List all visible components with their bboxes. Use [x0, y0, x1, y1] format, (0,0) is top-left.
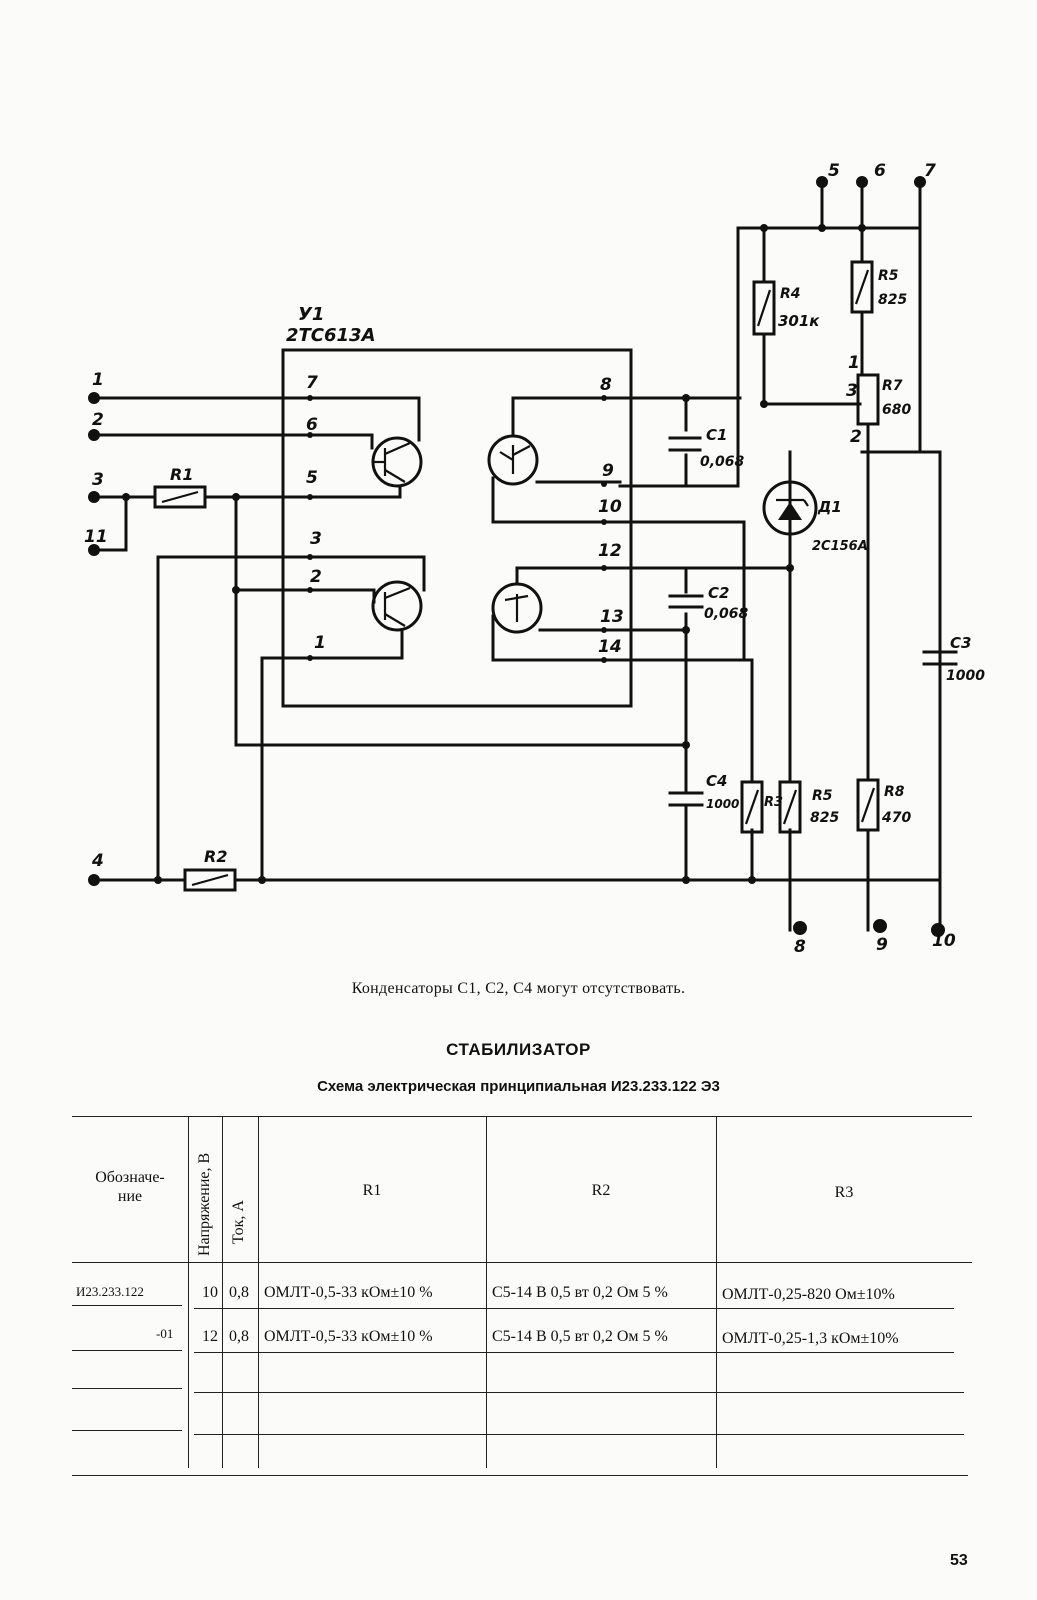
- resistor-r7: 1 3 2 R7 680: [846, 353, 911, 447]
- svg-text:1: 1: [848, 353, 860, 373]
- row1-current: 0,8: [229, 1284, 249, 1301]
- svg-text:R5: R5: [812, 788, 833, 804]
- svg-text:C3: C3: [950, 634, 971, 652]
- ic-u1-body: [281, 348, 633, 708]
- transistor-q2: [487, 396, 746, 524]
- svg-text:7: 7: [924, 161, 936, 181]
- header-r3: R3: [834, 1184, 854, 1201]
- svg-text:1000: 1000: [946, 668, 985, 684]
- svg-text:9: 9: [602, 461, 614, 481]
- svg-text:470: 470: [881, 810, 911, 826]
- capacitor-c2: C2 0,068: [668, 584, 749, 622]
- svg-text:10: 10: [932, 931, 956, 951]
- svg-text:R3: R3: [764, 795, 783, 810]
- svg-text:R1: R1: [170, 465, 193, 484]
- svg-text:6: 6: [306, 415, 318, 435]
- svg-text:9: 9: [876, 935, 888, 955]
- row2-current: 0,8: [229, 1328, 249, 1345]
- resistor-r3: R3: [740, 780, 783, 834]
- row2-r3: ОМЛТ-0,25-1,3 кОм±10%: [722, 1330, 899, 1347]
- capacitor-c3: C3 1000: [922, 634, 985, 684]
- terminal-label-4: 4: [91, 851, 104, 871]
- svg-text:R8: R8: [884, 784, 905, 800]
- svg-text:R2: R2: [204, 847, 227, 866]
- transistor-q3: [371, 580, 423, 632]
- svg-text:12: 12: [598, 541, 622, 561]
- transistor-q1: [371, 436, 423, 488]
- resistor-r2: R2: [183, 847, 237, 892]
- top-right-terminals: 5 6 7: [816, 161, 936, 188]
- svg-text:10: 10: [598, 497, 622, 517]
- svg-text:3: 3: [846, 381, 858, 401]
- input-wires: [94, 396, 942, 882]
- svg-text:1: 1: [314, 633, 326, 653]
- terminal-label-11: 11: [84, 527, 108, 547]
- svg-text:2С156А: 2С156А: [812, 539, 868, 554]
- capacitor-c1: C1 0,068: [668, 426, 745, 470]
- capacitor-note: Конденсаторы С1, С2, С4 могут отсутствов…: [351, 980, 686, 997]
- row1-designation: И23.233.122: [76, 1284, 144, 1299]
- header-r2: R2: [591, 1182, 611, 1199]
- svg-text:680: 680: [882, 402, 911, 418]
- svg-text:C4: C4: [706, 772, 727, 790]
- ic-pin-labels: 7 6 5 3 2 1 8 9 10 12 13 14: [306, 373, 624, 663]
- row1-voltage: 10: [202, 1284, 218, 1301]
- header-voltage: Напряжение, В: [196, 1152, 213, 1256]
- document-subtitle: Схема электрическая принципиальная И23.2…: [317, 1078, 720, 1095]
- header-current: Ток, А: [230, 1200, 247, 1244]
- row2-voltage: 12: [202, 1328, 218, 1345]
- terminal-label-1: 1: [92, 370, 104, 390]
- ic-u1-ref: У1: [298, 304, 324, 325]
- svg-text:C2: C2: [708, 584, 729, 602]
- resistor-r5-bottom: R5 825: [778, 780, 839, 834]
- circuit-schematic: У1 2ТС613А 1 2 3 11 4 R1: [84, 161, 985, 957]
- svg-text:6: 6: [874, 161, 886, 181]
- terminal-label-3: 3: [92, 470, 104, 490]
- resistor-r8: R8 470: [856, 778, 911, 832]
- row2-r1: ОМЛТ-0,5-33 кОм±10 %: [264, 1328, 433, 1345]
- svg-text:Д1: Д1: [817, 498, 842, 516]
- zener-diode-d1: Д1 2С156А: [762, 480, 868, 554]
- svg-text:825: 825: [810, 810, 839, 826]
- svg-text:1000: 1000: [706, 797, 739, 811]
- terminal-label-2: 2: [92, 410, 104, 430]
- svg-text:5: 5: [306, 468, 318, 488]
- svg-text:301к: 301к: [778, 312, 820, 330]
- svg-text:5: 5: [828, 161, 840, 181]
- svg-text:8: 8: [794, 937, 806, 957]
- ic-u1-part: 2ТС613А: [286, 325, 376, 346]
- header-designation: Обозначе- ние: [95, 1169, 165, 1205]
- svg-text:2: 2: [850, 427, 862, 447]
- svg-text:13: 13: [600, 607, 624, 627]
- row1-r2: С5-14 В 0,5 вт 0,2 Ом 5 %: [492, 1284, 668, 1301]
- svg-text:7: 7: [306, 373, 318, 393]
- svg-text:R7: R7: [882, 378, 903, 394]
- resistor-r1: R1: [153, 465, 207, 509]
- svg-text:C1: C1: [706, 426, 727, 444]
- svg-text:R5: R5: [878, 268, 899, 284]
- svg-text:825: 825: [878, 292, 907, 308]
- svg-text:R4: R4: [780, 286, 801, 302]
- svg-text:3: 3: [310, 529, 322, 549]
- svg-text:0,068: 0,068: [704, 606, 749, 622]
- spec-table: Обозначе- ние Напряжение, В Ток, А R1 R2…: [72, 1116, 972, 1478]
- row1-r3: ОМЛТ-0,25-820 Ом±10%: [722, 1286, 895, 1303]
- header-r1: R1: [362, 1182, 382, 1199]
- document-title: СТАБИЛИЗАТОР: [446, 1040, 591, 1059]
- resistor-r5-top: R5 825: [850, 260, 907, 314]
- transistor-q4: [491, 566, 792, 662]
- svg-text:0,068: 0,068: [700, 454, 745, 470]
- row2-r2: С5-14 В 0,5 вт 0,2 Ом 5 %: [492, 1328, 668, 1345]
- bottom-right-terminals: 8 9 10: [793, 919, 956, 957]
- capacitor-c4: C4 1000: [668, 772, 739, 811]
- resistor-r4: R4 301к: [752, 280, 820, 336]
- row2-designation: -01: [156, 1326, 174, 1341]
- svg-text:2: 2: [310, 567, 322, 587]
- svg-text:14: 14: [598, 637, 622, 657]
- left-terminals: 1 2 3 11 4: [84, 370, 108, 886]
- row1-r1: ОМЛТ-0,5-33 кОм±10 %: [264, 1284, 433, 1301]
- page-number: 53: [950, 1552, 968, 1569]
- svg-text:8: 8: [600, 375, 612, 395]
